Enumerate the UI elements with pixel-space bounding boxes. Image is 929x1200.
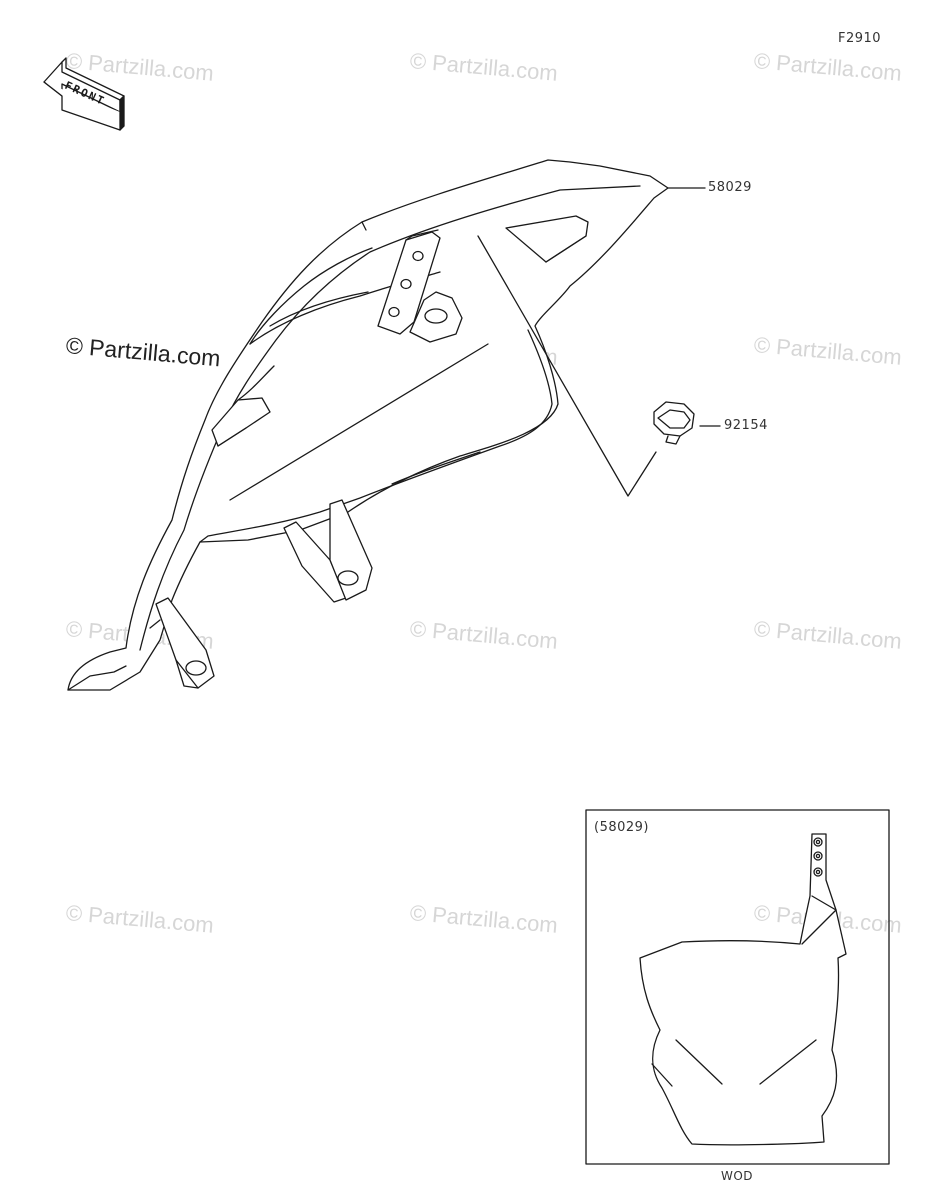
inset-caption: WOD <box>721 1169 754 1183</box>
inset-frame <box>585 809 890 1165</box>
inset-reference: (58029) <box>594 820 649 835</box>
figure-number: F2910 <box>838 31 882 46</box>
front-arrow-icon <box>43 57 125 131</box>
bolt-icon <box>653 401 695 445</box>
number-plate-drawing <box>67 159 669 691</box>
assembly-line <box>477 235 657 497</box>
part-number-92154[interactable]: 92154 <box>724 418 768 433</box>
part-number-58029[interactable]: 58029 <box>708 180 752 195</box>
inset-plate-drawing <box>639 833 847 1146</box>
